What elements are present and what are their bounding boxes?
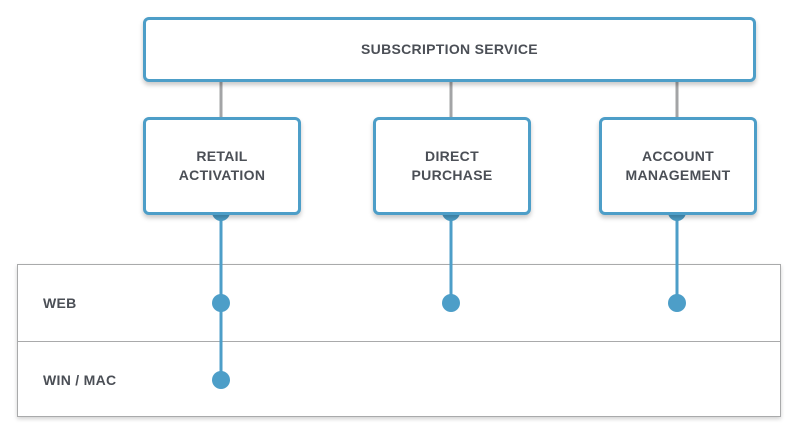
direct-purchase-label: DIRECT PURCHASE — [411, 148, 493, 183]
row-label-win-mac: WIN / MAC — [43, 372, 117, 388]
retail-activation-label: RETAIL ACTIVATION — [178, 148, 266, 183]
account-management-box: ACCOUNT MANAGEMENT — [599, 117, 757, 215]
platform-table: WEB WIN / MAC — [17, 264, 781, 417]
subscription-service-label: SUBSCRIPTION SERVICE — [361, 41, 538, 57]
row-label-web: WEB — [43, 295, 77, 311]
retail-activation-box: RETAIL ACTIVATION — [143, 117, 301, 215]
subscription-service-box: SUBSCRIPTION SERVICE — [143, 17, 756, 82]
row-divider — [18, 341, 780, 342]
account-management-label: ACCOUNT MANAGEMENT — [625, 148, 731, 183]
direct-purchase-box: DIRECT PURCHASE — [373, 117, 531, 215]
